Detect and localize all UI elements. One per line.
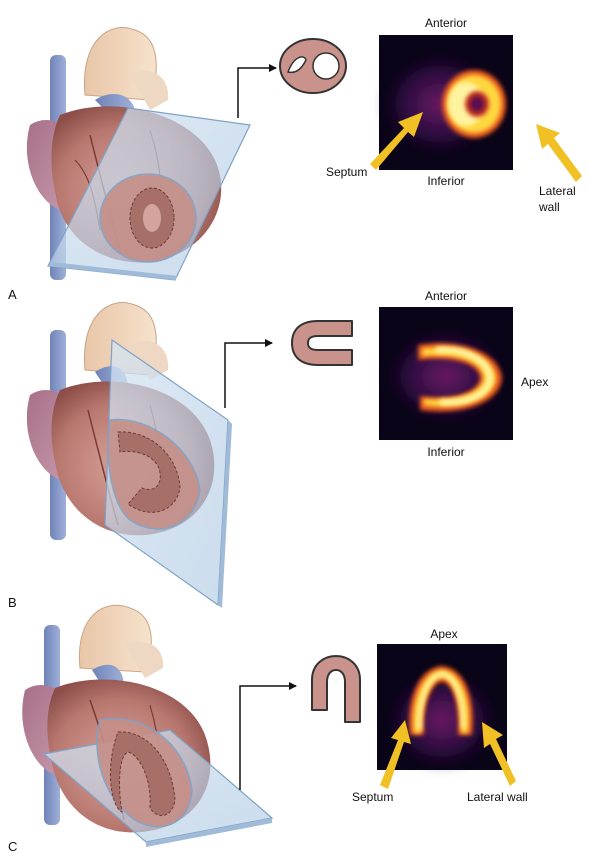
label-septum-c: Septum [352, 790, 393, 804]
connector-arrow-b [224, 339, 273, 408]
label-anterior-a: Anterior [425, 16, 467, 30]
short-axis-icon [279, 38, 347, 94]
septum-arrow-c [380, 720, 411, 789]
spect-scan-vertical-long-axis [379, 307, 513, 440]
heart-illustration-c [22, 604, 274, 847]
heart-illustration-b [26, 302, 232, 608]
panel-letter-c: C [8, 839, 17, 854]
long-axis-icon-b [291, 320, 353, 366]
spect-scan-short-axis [378, 35, 513, 170]
connector-arrow-c [239, 682, 297, 790]
panel-letter-a: A [8, 287, 17, 302]
label-lateral-a: Lateral [539, 184, 576, 198]
panel-a: Anterior Inferior Septum Lateral wall A [8, 16, 582, 302]
heart-illustration-a [26, 27, 251, 281]
lateral-wall-arrow-c [482, 722, 516, 786]
panel-b: Anterior Inferior Apex B [8, 289, 548, 610]
spect-scan-horizontal-long-axis [377, 644, 507, 772]
label-wall-a: wall [538, 200, 560, 214]
label-apex-b: Apex [521, 375, 548, 389]
lateral-wall-arrow-a [536, 124, 582, 182]
label-septum-a: Septum [326, 165, 367, 179]
label-anterior-b: Anterior [425, 289, 467, 303]
septum-arrow-a [370, 112, 423, 170]
label-lateral-wall-c: Lateral wall [467, 790, 528, 804]
long-axis-icon-c [311, 655, 361, 723]
panel-letter-b: B [8, 595, 17, 610]
label-inferior-b: Inferior [427, 445, 464, 459]
label-inferior-a: Inferior [427, 174, 464, 188]
panel-c: Apex Septum Lateral wall C [8, 604, 528, 854]
connector-arrow-a [237, 64, 277, 118]
label-apex-c: Apex [430, 627, 457, 641]
